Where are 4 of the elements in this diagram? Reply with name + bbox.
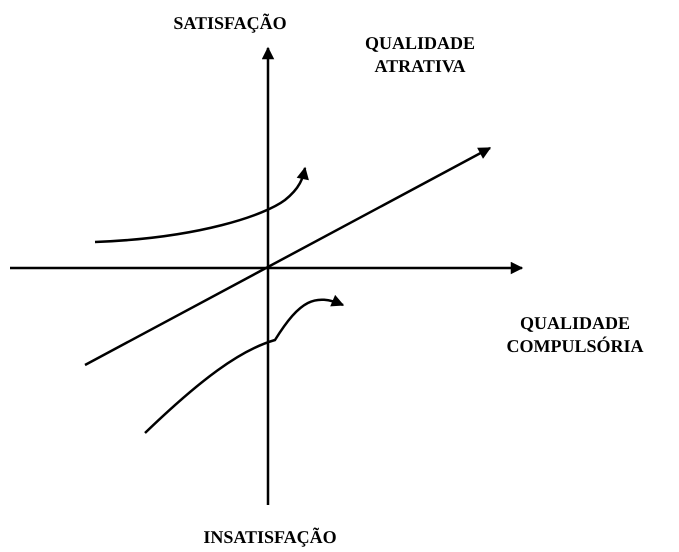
axis-label: QUALIDADE COMPULSÓRIA [505, 312, 644, 358]
axis-label: QUALIDADE ATRATIVA [364, 32, 476, 78]
axis-label: SATISFAÇÃO [172, 12, 288, 35]
axis-label: INSATISFAÇÃO [202, 526, 338, 549]
